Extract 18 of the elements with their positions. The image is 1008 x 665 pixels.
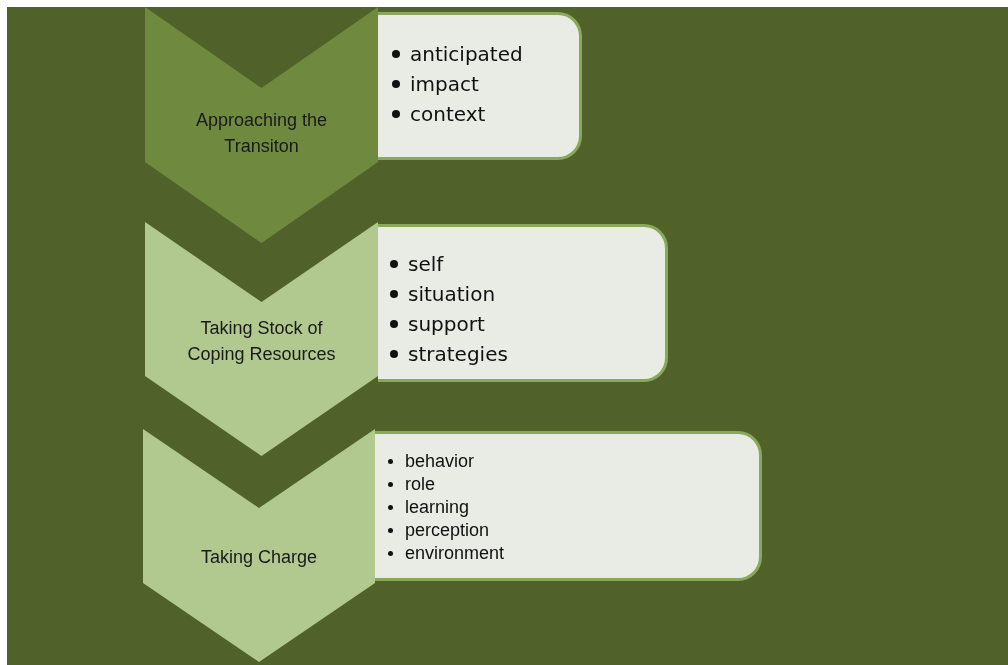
- item-list-box: [375, 431, 762, 581]
- bullet-item: strategies: [386, 339, 508, 369]
- bullet-item: learning: [383, 496, 505, 519]
- stage-label: Taking Charge: [199, 546, 319, 569]
- bullet-item: context: [388, 99, 523, 129]
- bullet-item: perception: [383, 519, 505, 542]
- bullet-item: self: [386, 249, 508, 279]
- bullet-item: support: [386, 309, 508, 339]
- bullet-item: situation: [386, 279, 508, 309]
- bullet-item: role: [383, 473, 505, 496]
- stage-label: Approaching the Transiton: [194, 109, 329, 158]
- stage-label: Taking Stock of Coping Resources: [186, 317, 337, 366]
- bullet-item: environment: [383, 542, 505, 565]
- bullet-item: impact: [388, 69, 523, 99]
- bullet-item: behavior: [383, 450, 505, 473]
- item-list-box: [378, 224, 668, 382]
- bullet-item: anticipated: [388, 39, 523, 69]
- item-list-box: [378, 12, 582, 160]
